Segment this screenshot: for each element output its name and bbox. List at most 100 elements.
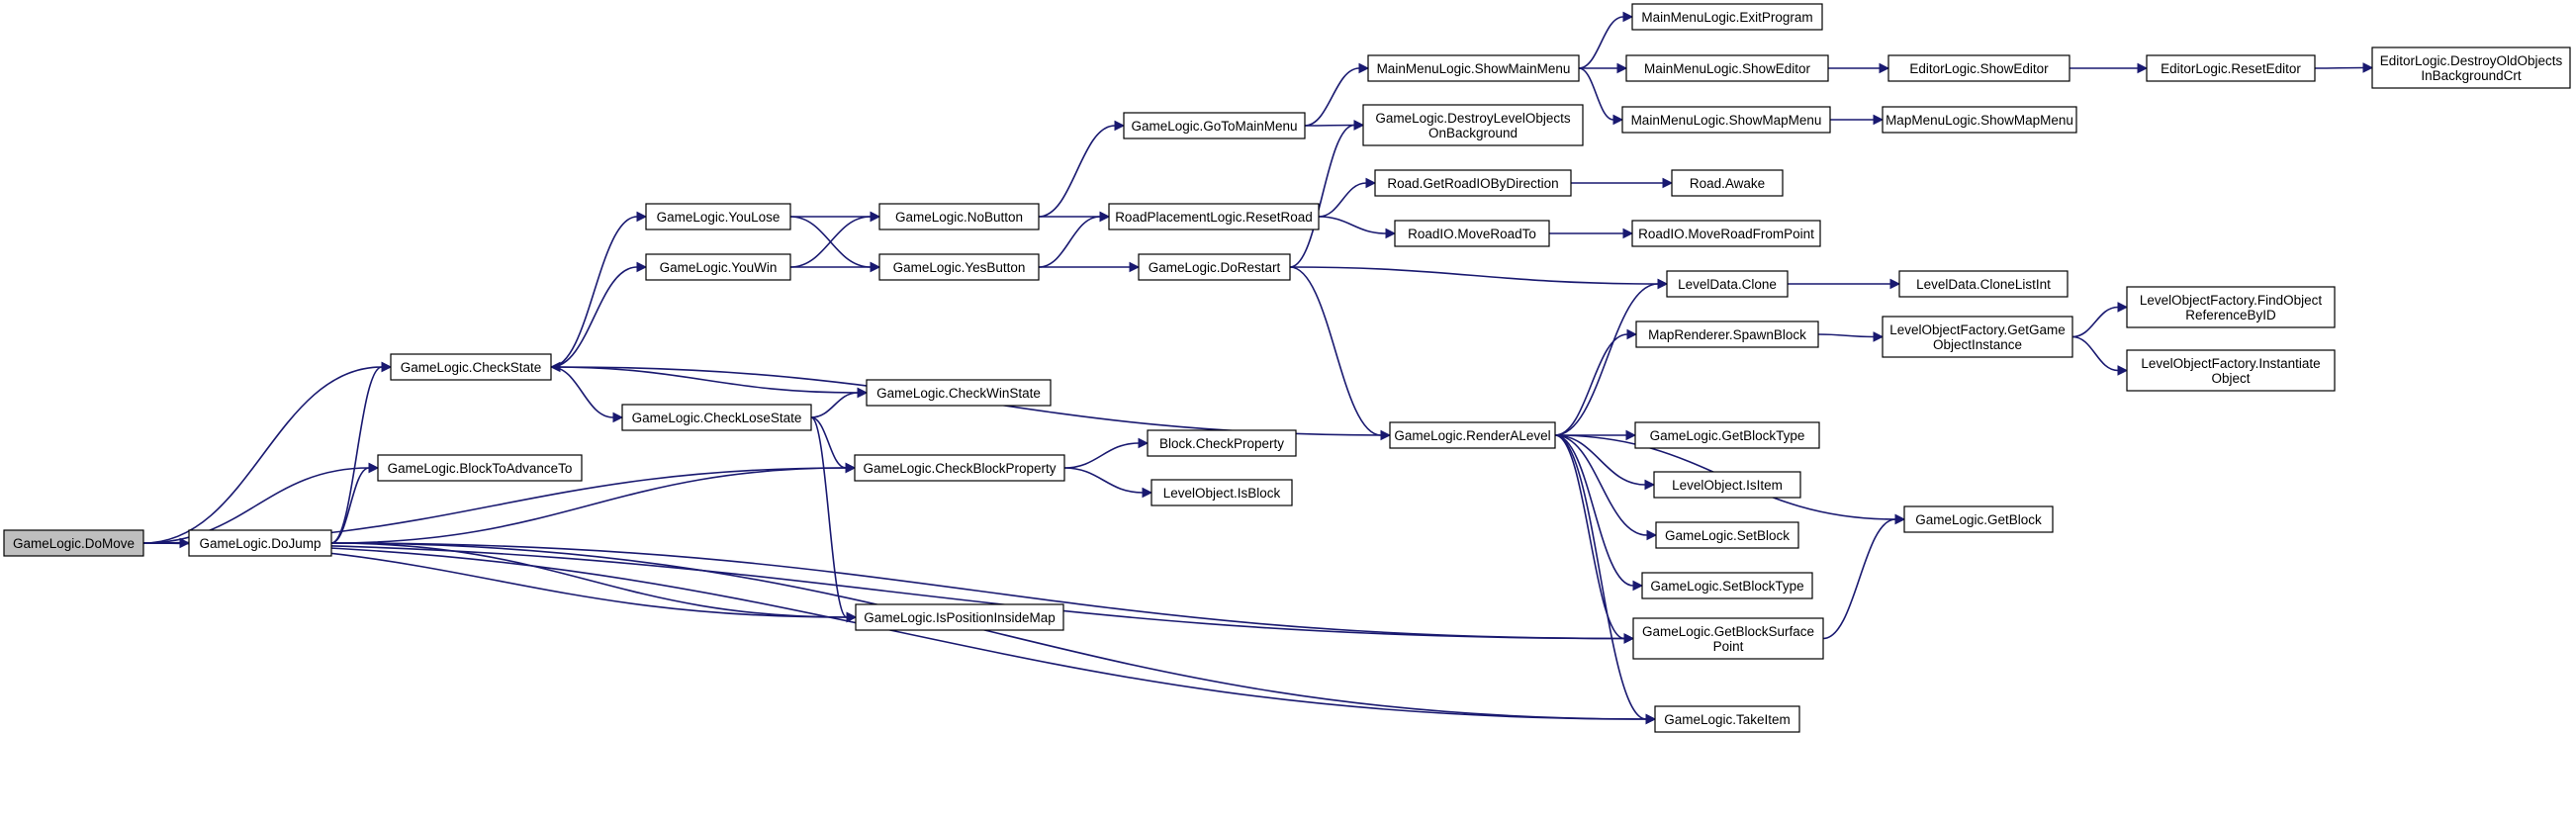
node-label: GameLogic.GoToMainMenu	[1131, 119, 1297, 134]
edge-editor-show-editor-to-reset-editor	[2070, 62, 2149, 74]
node-destroy-level-objects[interactable]: GameLogic.DestroyLevelObjectsOnBackgroun…	[1362, 104, 1584, 146]
node-you-lose[interactable]: GameLogic.YouLose	[645, 203, 791, 230]
node-label: Point	[1713, 639, 1744, 654]
node-box	[2126, 349, 2336, 392]
node-label: ReferenceByID	[2185, 308, 2276, 322]
edge-check-lose-state-to-check-block-property	[810, 416, 857, 474]
node-label: Road.Awake	[1690, 176, 1765, 191]
node-set-block[interactable]: GameLogic.SetBlock	[1655, 521, 1799, 549]
node-box	[854, 454, 1065, 482]
node-label: GameLogic.GetBlock	[1915, 512, 2042, 527]
node-move-road-to[interactable]: RoadIO.MoveRoadTo	[1394, 220, 1550, 247]
edge-spawn-block-to-get-game-object-instance	[1817, 331, 1885, 342]
node-is-item[interactable]: LevelObject.IsItem	[1653, 471, 1801, 499]
edge-check-lose-state-to-check-win-state	[810, 387, 869, 418]
node-level-data-clone[interactable]: LevelData.Clone	[1666, 270, 1789, 298]
node-label: EditorLogic.DestroyOldObjects	[2380, 53, 2563, 68]
node-check-state[interactable]: GameLogic.CheckState	[390, 353, 552, 381]
node-show-editor[interactable]: MainMenuLogic.ShowEditor	[1625, 54, 1829, 82]
edge-do-restart-to-render-a-level	[1289, 266, 1392, 441]
node-box	[1653, 471, 1801, 499]
node-reset-road[interactable]: RoadPlacementLogic.ResetRoad	[1108, 203, 1320, 230]
node-map-show-map-menu[interactable]: MapMenuLogic.ShowMapMenu	[1882, 106, 2077, 134]
node-check-lose-state[interactable]: GameLogic.CheckLoseState	[621, 404, 812, 431]
node-label: LevelData.CloneListInt	[1916, 277, 2051, 292]
node-box	[1654, 705, 1800, 733]
node-box	[1362, 104, 1584, 146]
node-box	[878, 253, 1040, 281]
edge-render-a-level-to-spawn-block	[1554, 328, 1638, 436]
node-yes-button[interactable]: GameLogic.YesButton	[878, 253, 1040, 281]
node-label: GameLogic.RenderALevel	[1394, 428, 1550, 443]
node-you-win[interactable]: GameLogic.YouWin	[645, 253, 791, 281]
edge-get-game-object-instance-to-instantiate-object	[2071, 335, 2129, 376]
node-block-check-property[interactable]: Block.CheckProperty	[1147, 429, 1297, 457]
node-get-block[interactable]: GameLogic.GetBlock	[1903, 505, 2054, 533]
edge-go-to-main-menu-to-show-main-menu	[1304, 62, 1370, 127]
node-box	[2126, 286, 2336, 328]
node-box	[1903, 505, 2054, 533]
edge-level-data-clone-to-clone-list-int	[1788, 278, 1901, 290]
node-reset-editor[interactable]: EditorLogic.ResetEditor	[2146, 54, 2316, 82]
node-render-a-level[interactable]: GameLogic.RenderALevel	[1389, 421, 1556, 449]
node-spawn-block[interactable]: MapRenderer.SpawnBlock	[1635, 320, 1819, 348]
node-box	[1147, 429, 1297, 457]
node-label: MainMenuLogic.ShowEditor	[1644, 61, 1811, 76]
node-no-button[interactable]: GameLogic.NoButton	[878, 203, 1040, 230]
node-box	[1621, 106, 1831, 134]
node-label: GameLogic.DestroyLevelObjects	[1375, 111, 1571, 126]
node-box	[878, 203, 1040, 230]
node-get-block-type[interactable]: GameLogic.GetBlockType	[1634, 421, 1820, 449]
edge-render-a-level-to-set-block	[1554, 434, 1658, 541]
edge-do-jump-to-check-state	[330, 361, 393, 544]
node-label: GameLogic.YesButton	[893, 260, 1026, 275]
edge-check-block-property-to-block-check-property	[1063, 437, 1150, 469]
node-get-road-io-by-direction[interactable]: Road.GetRoadIOByDirection	[1374, 169, 1572, 197]
node-box	[1138, 253, 1291, 281]
node-block-to-advance-to[interactable]: GameLogic.BlockToAdvanceTo	[377, 454, 583, 482]
node-do-move[interactable]: GameLogic.DoMove	[3, 529, 144, 557]
node-box	[1671, 169, 1784, 197]
node-label: GameLogic.IsPositionInsideMap	[864, 610, 1056, 625]
node-box	[1123, 112, 1306, 139]
node-show-main-menu[interactable]: MainMenuLogic.ShowMainMenu	[1367, 54, 1580, 82]
edge-show-main-menu-to-exit-program	[1578, 11, 1634, 69]
node-move-road-from-point[interactable]: RoadIO.MoveRoadFromPoint	[1631, 220, 1821, 247]
node-label: GameLogic.DoMove	[13, 536, 135, 551]
edge-render-a-level-to-is-item	[1554, 434, 1656, 491]
node-box	[1887, 54, 2070, 82]
node-do-jump[interactable]: GameLogic.DoJump	[188, 529, 332, 557]
node-go-to-main-menu[interactable]: GameLogic.GoToMainMenu	[1123, 112, 1306, 139]
node-do-restart[interactable]: GameLogic.DoRestart	[1138, 253, 1291, 281]
node-set-block-type[interactable]: GameLogic.SetBlockType	[1641, 572, 1813, 599]
node-exit-program[interactable]: MainMenuLogic.ExitProgram	[1631, 3, 1823, 31]
node-is-block[interactable]: LevelObject.IsBlock	[1150, 479, 1293, 506]
node-is-position-inside-map[interactable]: GameLogic.IsPositionInsideMap	[855, 603, 1064, 631]
node-show-map-menu[interactable]: MainMenuLogic.ShowMapMenu	[1621, 106, 1831, 134]
edge-you-lose-to-yes-button	[789, 216, 881, 273]
edge-get-game-object-instance-to-find-object-reference-by-id	[2071, 302, 2129, 338]
edge-do-restart-to-level-data-clone	[1289, 266, 1669, 290]
node-take-item[interactable]: GameLogic.TakeItem	[1654, 705, 1800, 733]
node-clone-list-int[interactable]: LevelData.CloneListInt	[1898, 270, 2069, 298]
node-label: MapRenderer.SpawnBlock	[1648, 327, 1806, 342]
edge-do-move-to-take-item	[142, 542, 1657, 725]
node-road-awake[interactable]: Road.Awake	[1671, 169, 1784, 197]
edge-check-block-property-to-is-block	[1063, 467, 1153, 499]
edge-do-restart-to-destroy-level-objects	[1289, 120, 1365, 268]
node-editor-show-editor[interactable]: EditorLogic.ShowEditor	[1887, 54, 2070, 82]
node-label: GameLogic.BlockToAdvanceTo	[388, 461, 573, 476]
node-check-block-property[interactable]: GameLogic.CheckBlockProperty	[854, 454, 1065, 482]
node-box	[1898, 270, 2069, 298]
node-check-win-state[interactable]: GameLogic.CheckWinState	[866, 379, 1052, 407]
node-box	[1882, 316, 2073, 358]
node-find-object-reference-by-id[interactable]: LevelObjectFactory.FindObjectReferenceBy…	[2126, 286, 2336, 328]
node-label: InBackgroundCrt	[2421, 68, 2522, 83]
node-label: RoadPlacementLogic.ResetRoad	[1115, 210, 1313, 225]
edge-render-a-level-to-get-block-surface-point	[1554, 434, 1635, 644]
node-destroy-old-objects[interactable]: EditorLogic.DestroyOldObjectsInBackgroun…	[2371, 46, 2571, 89]
